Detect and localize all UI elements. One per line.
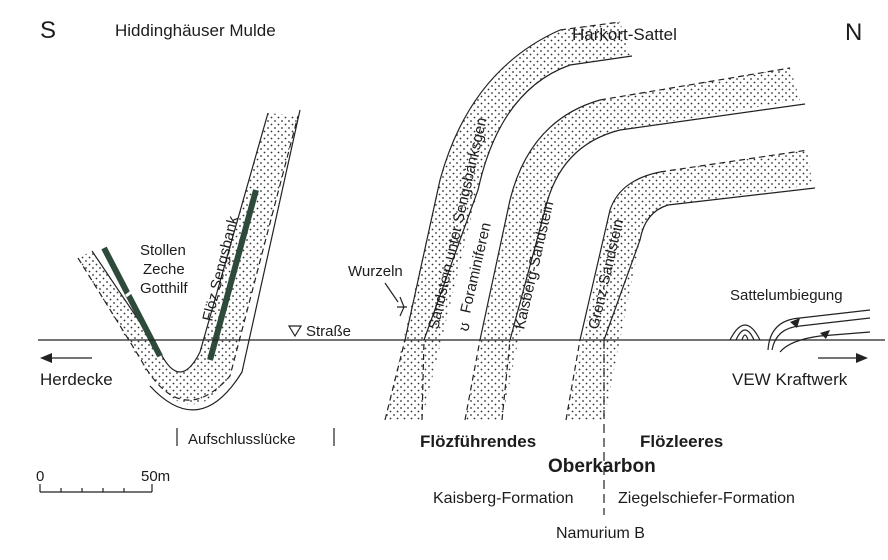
aufschluss-label: Aufschlusslücke bbox=[188, 431, 296, 448]
sattelumbiegung-label: Sattelumbiegung bbox=[730, 287, 843, 304]
wurzeln-label: Wurzeln bbox=[348, 263, 403, 280]
ziegelschiefer-label: Ziegelschiefer-Formation bbox=[618, 490, 795, 507]
vew-label: VEW Kraftwerk bbox=[732, 370, 848, 389]
sattel-title: Harkort-Sattel bbox=[572, 25, 677, 44]
arrow-right-vew bbox=[818, 353, 868, 363]
flozfuhrendes-label: Flözführendes bbox=[420, 432, 536, 451]
flozleeres-label: Flözleeres bbox=[640, 432, 723, 451]
namurium-label: Namurium B bbox=[556, 525, 645, 542]
oberkarbon-label: Oberkarbon bbox=[548, 456, 656, 477]
north-label: N bbox=[845, 19, 862, 46]
kaisberg-formation-label: Kaisberg-Formation bbox=[433, 490, 574, 507]
stollen-label-1: Stollen bbox=[140, 242, 186, 259]
scale-zero-label: 0 bbox=[36, 468, 44, 485]
strasse-label: Straße bbox=[306, 323, 351, 340]
scale-50-label: 50m bbox=[141, 468, 170, 485]
foraminiferen-icon: ʊ bbox=[455, 321, 473, 333]
stollen-label-2: Zeche bbox=[143, 261, 185, 278]
stollen-label-3: Gotthilf bbox=[140, 280, 188, 297]
herdecke-label: Herdecke bbox=[40, 370, 113, 389]
scale-bar bbox=[40, 484, 152, 492]
sattelumbiegung-folds bbox=[730, 310, 870, 352]
road-triangle-icon bbox=[289, 326, 301, 336]
arrow-left-herdecke bbox=[40, 353, 92, 363]
south-label: S bbox=[40, 17, 56, 44]
mulde-title: Hiddinghäuser Mulde bbox=[115, 21, 276, 40]
roots-symbol bbox=[385, 283, 407, 316]
